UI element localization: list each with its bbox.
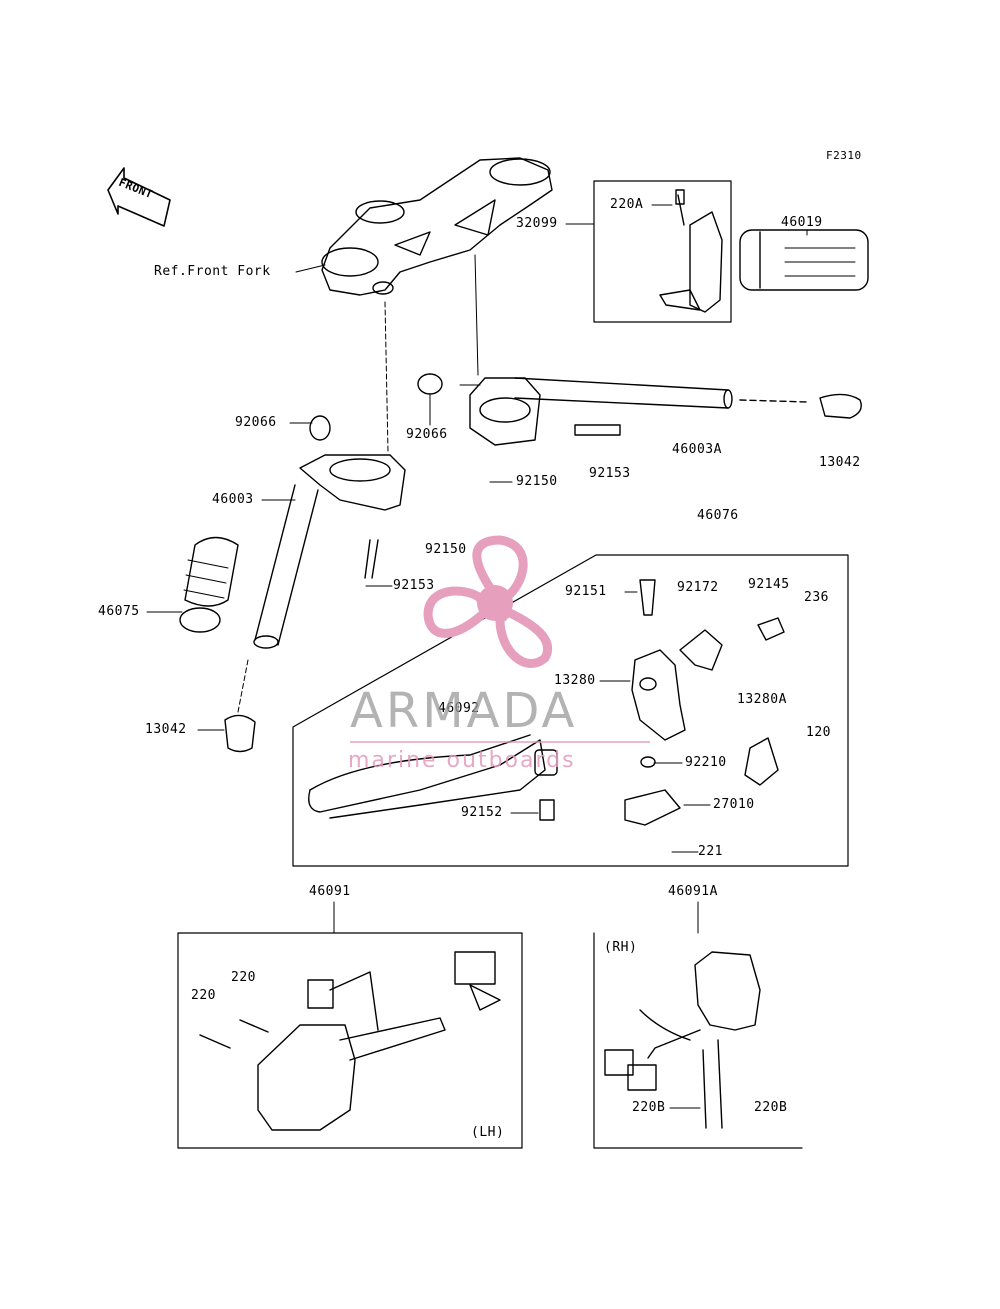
armada-logo-icon <box>423 535 552 668</box>
part-46075[interactable]: 46075 <box>98 604 140 619</box>
part-92172[interactable]: 92172 <box>677 580 719 595</box>
part-46003[interactable]: 46003 <box>212 492 254 507</box>
part-32099[interactable]: 32099 <box>516 216 558 231</box>
part-46091[interactable]: 46091 <box>309 884 351 899</box>
part-46092[interactable]: 46092 <box>438 701 480 716</box>
ref-front-fork-label: Ref.Front Fork <box>154 264 271 279</box>
part-46019[interactable]: 46019 <box>781 215 823 230</box>
brake-lever-drawing <box>308 579 785 826</box>
part-220-lower[interactable]: 220 <box>191 988 216 1003</box>
lh-switch-drawing <box>199 951 501 1131</box>
left-bar-end-drawing <box>224 714 256 753</box>
part-221[interactable]: 221 <box>698 844 723 859</box>
part-92151[interactable]: 92151 <box>565 584 607 599</box>
part-13042-right[interactable]: 13042 <box>819 455 861 470</box>
part-220B-right[interactable]: 220B <box>754 1100 788 1115</box>
part-92210[interactable]: 92210 <box>685 755 727 770</box>
part-92150-lower[interactable]: 92150 <box>425 542 467 557</box>
triple-clamp-drawing <box>321 157 553 296</box>
part-92152[interactable]: 92152 <box>461 805 503 820</box>
part-46076[interactable]: 46076 <box>697 508 739 523</box>
front-arrow-icon <box>107 167 171 227</box>
part-13280[interactable]: 13280 <box>554 673 596 688</box>
part-92153-lower[interactable]: 92153 <box>393 578 435 593</box>
rh-switch-drawing <box>604 951 761 1129</box>
watermark-tagline: marine outboards <box>348 748 576 773</box>
watermark-rule <box>350 741 650 743</box>
part-220B-left[interactable]: 220B <box>632 1100 666 1115</box>
part-92145[interactable]: 92145 <box>748 577 790 592</box>
watermark-brand: ARMADA <box>350 683 578 739</box>
rh-switch-box <box>593 932 803 1149</box>
lh-switch-box <box>177 932 523 1149</box>
part-46003A[interactable]: 46003A <box>672 442 722 457</box>
part-220-upper[interactable]: 220 <box>231 970 256 985</box>
rh-label: (RH) <box>604 940 638 955</box>
part-92153-upper[interactable]: 92153 <box>589 466 631 481</box>
lh-label: (LH) <box>471 1125 505 1140</box>
left-handlebar-drawing <box>253 415 406 649</box>
brake-lever-box <box>292 554 849 867</box>
left-grip-drawing <box>179 536 239 633</box>
throttle-sleeve-drawing <box>659 189 723 313</box>
part-92066-right[interactable]: 92066 <box>406 427 448 442</box>
part-120[interactable]: 120 <box>806 725 831 740</box>
figure-code: F2310 <box>826 149 862 162</box>
throttle-box <box>593 180 732 323</box>
part-13042-left[interactable]: 13042 <box>145 722 187 737</box>
part-13280A[interactable]: 13280A <box>737 692 787 707</box>
part-92150-upper[interactable]: 92150 <box>516 474 558 489</box>
leader-lines <box>146 204 808 1109</box>
right-grip-drawing <box>739 229 869 291</box>
part-46091A[interactable]: 46091A <box>668 884 718 899</box>
part-92066-left[interactable]: 92066 <box>235 415 277 430</box>
right-handlebar-drawing <box>417 373 862 446</box>
part-27010[interactable]: 27010 <box>713 797 755 812</box>
part-236[interactable]: 236 <box>804 590 829 605</box>
part-220A[interactable]: 220A <box>610 197 644 212</box>
